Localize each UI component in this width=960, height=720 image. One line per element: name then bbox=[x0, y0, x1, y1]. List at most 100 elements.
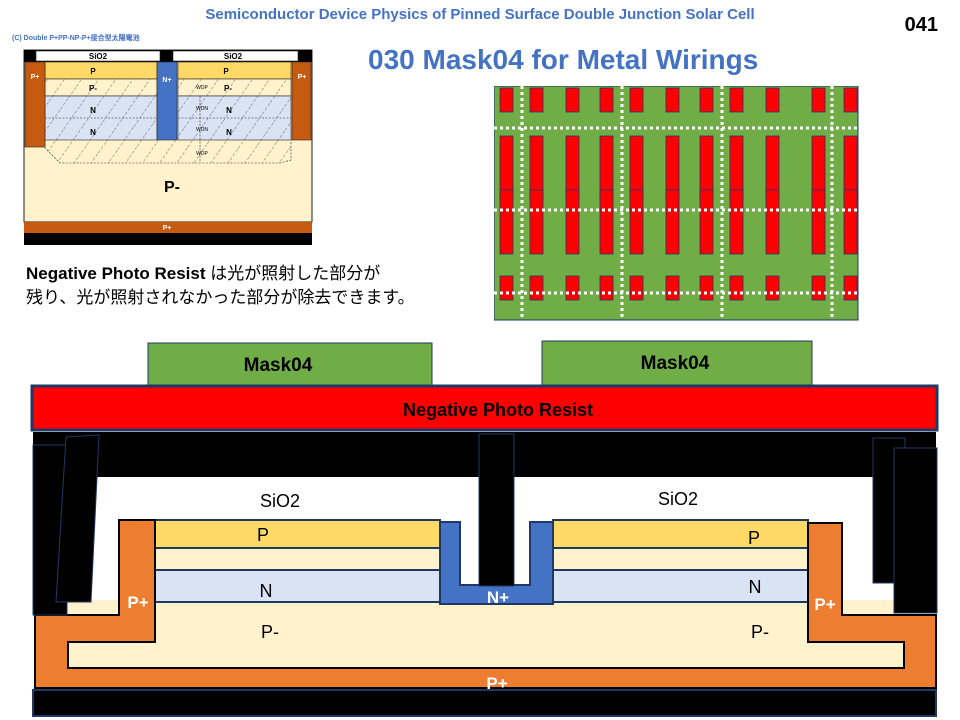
backside-metal bbox=[32, 689, 937, 717]
mask-opening bbox=[665, 275, 680, 301]
svg-text:SiO2: SiO2 bbox=[658, 489, 698, 509]
page-number: 041 bbox=[904, 14, 938, 36]
p-layer-right bbox=[552, 519, 809, 549]
note-lead: Negative Photo Resist bbox=[26, 264, 206, 283]
mask-opening bbox=[599, 275, 614, 301]
svg-text:WDP: WDP bbox=[196, 151, 208, 157]
mask-opening bbox=[665, 189, 680, 255]
svg-text:P: P bbox=[223, 67, 229, 76]
svg-text:SiO2: SiO2 bbox=[224, 52, 243, 61]
svg-text:Mask04: Mask04 bbox=[641, 353, 710, 374]
svg-text:P-: P- bbox=[89, 84, 97, 93]
course-title: Semiconductor Device Physics of Pinned S… bbox=[205, 6, 755, 23]
mask-opening bbox=[499, 275, 514, 301]
inset-sio2-right bbox=[172, 50, 299, 62]
svg-text:P+: P+ bbox=[163, 225, 172, 232]
svg-text:WDN: WDN bbox=[196, 106, 208, 112]
inset-sio2-left bbox=[35, 50, 161, 62]
svg-text:P-: P- bbox=[261, 622, 279, 642]
svg-text:N: N bbox=[226, 128, 232, 137]
mask-opening bbox=[843, 275, 858, 301]
svg-text:N+: N+ bbox=[162, 77, 171, 84]
mask-opening bbox=[765, 87, 780, 113]
mask-opening bbox=[629, 189, 644, 255]
p-minus-body bbox=[68, 600, 904, 668]
svg-text:P+: P+ bbox=[127, 593, 148, 612]
n-layer-right bbox=[552, 569, 809, 603]
svg-text:P: P bbox=[90, 67, 96, 76]
p-layer-left bbox=[154, 519, 441, 549]
mask-opening bbox=[811, 275, 826, 301]
svg-text:N: N bbox=[749, 577, 762, 597]
mask-opening bbox=[599, 87, 614, 113]
p-plus-region bbox=[34, 519, 937, 689]
mask-opening bbox=[699, 189, 714, 255]
svg-text:P-: P- bbox=[751, 622, 769, 642]
metal-contact-left-tilted bbox=[55, 434, 100, 603]
mask-opening bbox=[765, 189, 780, 255]
cross-section: Mask04 Mask04 Negative Photo Resist SiO2… bbox=[30, 340, 939, 717]
svg-text:P: P bbox=[257, 525, 269, 545]
mask-opening bbox=[729, 189, 744, 255]
mask-opening bbox=[699, 87, 714, 113]
svg-text:P: P bbox=[748, 528, 760, 548]
mask-opening bbox=[565, 275, 580, 301]
mask-opening bbox=[843, 189, 858, 255]
explanation-note: Negative Photo Resist は光が照射した部分が 残り、光が照射… bbox=[26, 262, 415, 310]
mask-opening bbox=[529, 87, 544, 113]
mask-opening bbox=[629, 87, 644, 113]
mask-opening bbox=[843, 87, 858, 113]
mask-left bbox=[147, 342, 433, 388]
svg-text:N+: N+ bbox=[487, 588, 509, 607]
mask-opening bbox=[699, 275, 714, 301]
svg-text:Mask04: Mask04 bbox=[244, 355, 313, 376]
inset-p-plus-left bbox=[24, 61, 46, 148]
svg-text:P+: P+ bbox=[486, 674, 507, 693]
mask-opening bbox=[629, 275, 644, 301]
mask-opening bbox=[811, 87, 826, 113]
svg-text:SiO2: SiO2 bbox=[89, 52, 108, 61]
svg-text:P-: P- bbox=[224, 84, 232, 93]
n-layer-left bbox=[154, 569, 441, 603]
mask-opening bbox=[565, 87, 580, 113]
metal-contact-center bbox=[478, 433, 515, 587]
metal-contact-right-outer bbox=[893, 447, 938, 614]
mask-opening bbox=[729, 87, 744, 113]
mask-pattern bbox=[494, 86, 859, 321]
svg-text:P+: P+ bbox=[31, 74, 40, 81]
svg-text:N: N bbox=[90, 128, 96, 137]
mask-opening bbox=[499, 189, 514, 255]
slide-title: 030 Mask04 for Metal Wirings bbox=[368, 44, 759, 75]
svg-text:N: N bbox=[90, 106, 96, 115]
inset-n-plus bbox=[156, 61, 178, 141]
svg-text:Negative Photo Resist: Negative Photo Resist bbox=[403, 400, 593, 420]
note-line1: は光が照射した部分が bbox=[205, 264, 381, 283]
svg-text:WDN: WDN bbox=[196, 127, 208, 133]
mask-right bbox=[541, 340, 813, 386]
svg-text:N: N bbox=[226, 106, 232, 115]
inset-bottom-p-plus bbox=[24, 222, 312, 233]
inset-device-diagram: SiO2 SiO2 P+ P+ N+ P P P- P- N N N N WDP… bbox=[23, 49, 313, 245]
mask-opening bbox=[499, 87, 514, 113]
mask-opening bbox=[765, 275, 780, 301]
inset-p-plus-right bbox=[291, 61, 312, 141]
svg-text:WDP: WDP bbox=[196, 85, 208, 91]
inset-p-left bbox=[44, 61, 158, 80]
mask-opening bbox=[599, 189, 614, 255]
svg-text:P+: P+ bbox=[814, 595, 835, 614]
svg-text:N: N bbox=[260, 581, 273, 601]
inset-caption: (C) Double P+PP-NP-P+接合型太陽電池 bbox=[12, 35, 140, 42]
mask-opening bbox=[811, 189, 826, 255]
negative-photo-resist bbox=[30, 384, 939, 432]
inset-p-right bbox=[177, 61, 292, 80]
mask-opening bbox=[729, 275, 744, 301]
svg-text:P+: P+ bbox=[298, 74, 307, 81]
mask-opening bbox=[529, 189, 544, 255]
note-line2: 残り、光が照射されなかった部分が除去できます。 bbox=[26, 288, 415, 307]
svg-text:P-: P- bbox=[164, 179, 180, 196]
mask-opening bbox=[565, 189, 580, 255]
mask-opening bbox=[529, 275, 544, 301]
mask-opening bbox=[665, 87, 680, 113]
svg-text:SiO2: SiO2 bbox=[260, 491, 300, 511]
n-plus-region bbox=[439, 521, 554, 605]
